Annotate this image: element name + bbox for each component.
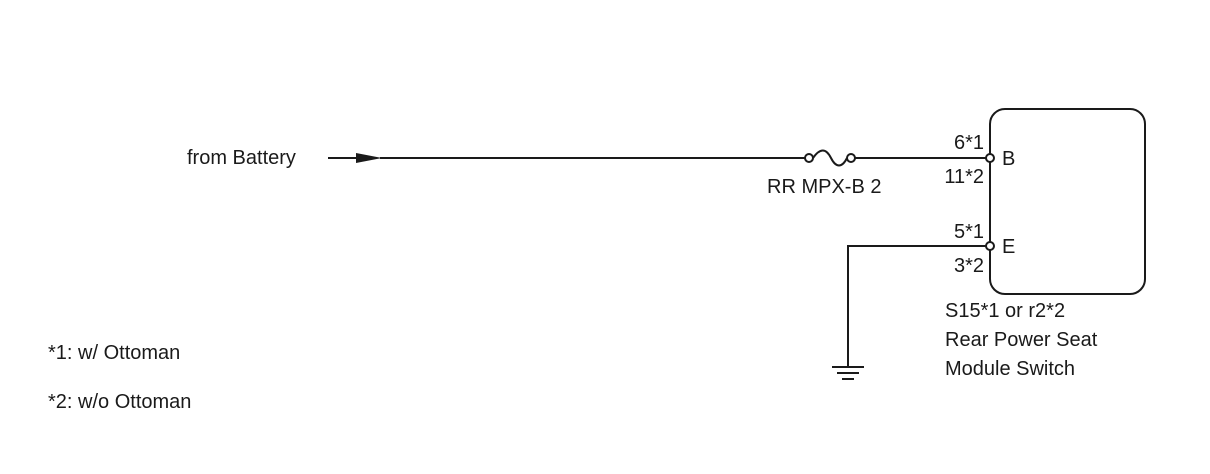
note-1: *1: w/ Ottoman <box>48 342 180 364</box>
terminal-e-label: E <box>1002 236 1015 258</box>
note-2: *2: w/o Ottoman <box>48 391 191 413</box>
fuse-icon <box>804 149 856 167</box>
terminal-e-icon <box>985 241 995 251</box>
terminal-b-pin-b: 11*2 <box>944 166 984 188</box>
component-name-line2: Module Switch <box>945 358 1075 380</box>
battery-arrow-icon <box>328 153 382 163</box>
ground-icon <box>832 366 864 380</box>
component-name-line1: Rear Power Seat <box>945 329 1098 351</box>
terminal-e-pin-a: 5*1 <box>954 221 984 243</box>
source-label: from Battery <box>187 147 296 169</box>
component-connector-label: S15*1 or r2*2 <box>945 300 1065 322</box>
wire-terminal-e-to-ground <box>847 245 986 366</box>
terminal-b-pin-a: 6*1 <box>954 132 984 154</box>
fuse-label: RR MPX-B 2 <box>767 176 881 198</box>
terminal-b-icon <box>985 153 995 163</box>
terminal-b-label: B <box>1002 148 1015 170</box>
component-box <box>989 108 1146 295</box>
terminal-e-pin-b: 3*2 <box>954 255 984 277</box>
